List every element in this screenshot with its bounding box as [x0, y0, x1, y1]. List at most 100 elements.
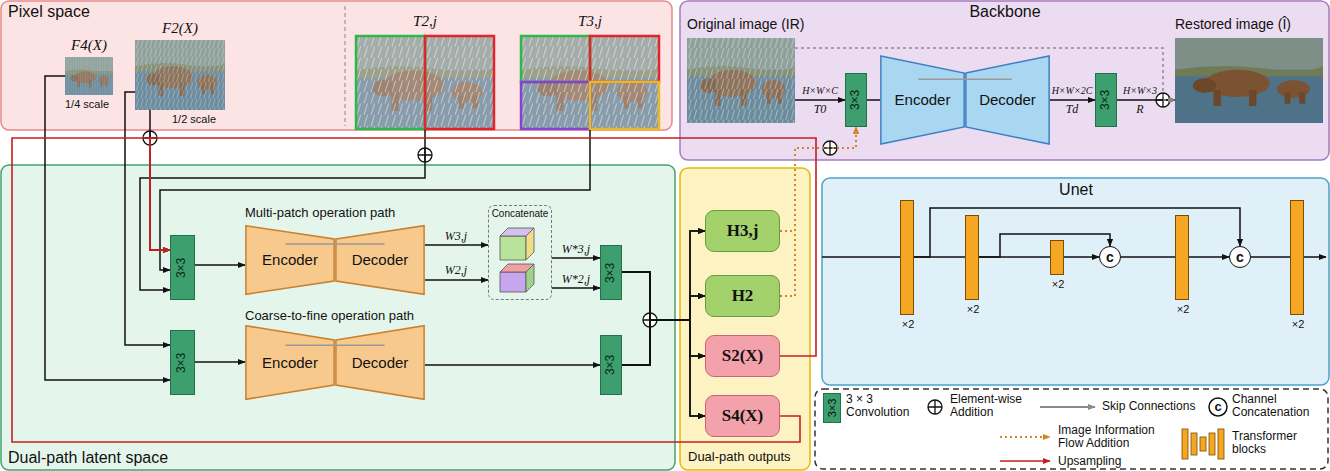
connector [622, 272, 705, 416]
concat-symbol: c [1106, 249, 1114, 265]
block-name: Encoder [895, 91, 951, 108]
edge-label: W*3,j [562, 243, 590, 257]
conv-block: 3×3 [170, 235, 195, 300]
annotation: c [1214, 400, 1221, 415]
output-box: H3,j [705, 210, 780, 252]
pixel-panel [1, 1, 672, 130]
connector [622, 231, 705, 320]
connector [150, 138, 816, 356]
block-name: Decoder [979, 91, 1036, 108]
legend-label: Element-wise Addition [950, 393, 1030, 419]
edge-label: W3,j [445, 230, 467, 244]
image-frame: T2,j [355, 35, 495, 130]
legend-concat-symbol [1209, 398, 1227, 416]
connector [1117, 99, 1175, 101]
connector [979, 234, 1110, 257]
image-caption: 1/2 scale [172, 113, 216, 126]
output-name: S4(X) [722, 406, 764, 426]
connector [795, 99, 845, 101]
unet-panel [822, 178, 1329, 385]
panel-title: Backbone [969, 3, 1040, 21]
repeat-count: ×2 [1292, 318, 1305, 331]
conv-block: 3×3 [600, 245, 622, 300]
output-name: H3,j [727, 221, 759, 241]
patch-frame [521, 82, 590, 129]
photo [1175, 38, 1323, 123]
legend-transformer-bars [1182, 429, 1224, 459]
connector [12, 138, 800, 442]
connector [425, 279, 488, 281]
conv-block: 3×3 [600, 335, 622, 395]
photo [135, 40, 225, 110]
transformer-block: ×2 [1050, 240, 1064, 275]
connector [45, 76, 170, 380]
connector [622, 231, 705, 365]
transformer-block: ×2 [900, 200, 914, 315]
panel-title: Pixel space [8, 3, 90, 21]
legend-label: Channel Concatenation [1232, 393, 1324, 419]
image-caption: T2,j [413, 13, 437, 30]
concat-label: Concatenate [492, 208, 549, 220]
annotation: H×W×2C [1052, 85, 1093, 97]
unet-output [1304, 256, 1326, 258]
image-caption: 1/4 scale [65, 98, 109, 111]
decoder-block: Decoder [965, 55, 1050, 145]
connector [1050, 99, 1095, 101]
conv-block: 3×3 [170, 330, 195, 395]
connector [1251, 256, 1290, 258]
concat-symbol: c [1236, 249, 1244, 265]
output-box: S2(X) [705, 335, 780, 377]
block-name: Decoder [352, 251, 409, 268]
connector [195, 264, 245, 266]
separator [345, 6, 346, 126]
patch-frame [521, 36, 590, 82]
output-box: S4(X) [705, 395, 780, 437]
annotation: H×W×3 [1123, 85, 1157, 97]
block-name: Encoder [262, 251, 318, 268]
connector [125, 92, 170, 345]
connector [780, 127, 856, 296]
repeat-count: ×2 [1177, 303, 1190, 316]
connector [867, 99, 880, 101]
photo [520, 35, 660, 130]
transformer-block: ×2 [965, 215, 979, 300]
connector [1121, 256, 1175, 258]
image-caption: Original image (IR) [687, 16, 804, 32]
legend-flow-line [1000, 436, 1050, 438]
panel-title: Dual-path outputs [688, 450, 791, 465]
addition-symbol [823, 141, 837, 155]
image-frame: F2(X)1/2 scale [135, 40, 225, 110]
connector [140, 130, 425, 290]
patch-frame [425, 36, 494, 129]
output-name: S2(X) [722, 346, 764, 366]
panel: Original image (IR)3×3EncoderDecoder3×3R… [680, 0, 1330, 160]
decoder-block: Decoder [335, 325, 425, 400]
legend-addition [928, 400, 942, 414]
image-caption: F2(X) [162, 20, 198, 37]
output-box: H2 [705, 275, 780, 317]
latent-panel [1, 165, 675, 470]
image-frame: Restored image (Î) [1175, 38, 1323, 123]
conv-label: 3×3 [176, 257, 190, 277]
image-caption: T3,j [578, 13, 602, 30]
panel-title: Dual-path latent space [8, 449, 168, 467]
patch-frame [590, 82, 659, 129]
edge-label: Td [1066, 103, 1079, 117]
concat-box: Concatenate [488, 205, 552, 300]
concat-node: c [1099, 246, 1121, 268]
connector [914, 208, 1240, 257]
repeat-count: ×2 [967, 303, 980, 316]
edge-label: R [1136, 103, 1143, 117]
image-frame: F4(X)1/4 scale [65, 57, 113, 95]
image-frame: T3,j [520, 35, 660, 130]
transformer-block: ×2 [1290, 200, 1304, 315]
connector [425, 244, 488, 246]
patch-frame [356, 36, 425, 129]
conv-label: 3×3 [176, 352, 190, 372]
panel: H3,jH2S2(X) S4(X) Dual-path outputs [680, 168, 810, 471]
photo [687, 38, 795, 123]
legend-frame [815, 389, 1328, 469]
conv-label: 3×3 [604, 262, 618, 282]
outputs-panel [680, 168, 810, 470]
repeat-count: ×2 [902, 318, 915, 331]
